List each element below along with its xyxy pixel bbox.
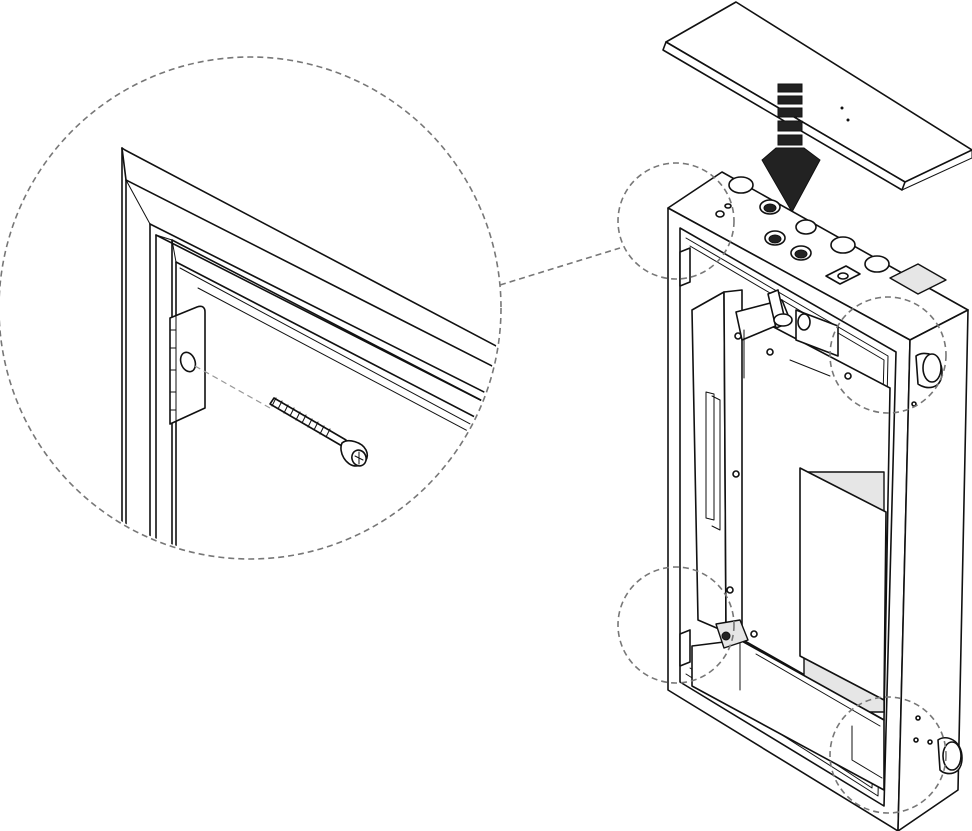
detail-markers: [617, 162, 947, 814]
marker-bottom-right: [829, 696, 947, 814]
detail-circle: [0, 56, 502, 560]
screw-icon: [269, 397, 369, 467]
detail-callout: [0, 56, 621, 560]
marker-bottom-left: [617, 566, 735, 684]
marker-top-left: [617, 162, 735, 280]
enclosure-cabinet: [667, 171, 969, 831]
marker-top-right: [829, 296, 947, 414]
internal-module: [691, 289, 933, 745]
mounting-bracket: [169, 305, 271, 425]
down-arrow-icon: [761, 83, 821, 214]
top-knockouts: [715, 176, 947, 295]
detail-leader-line: [499, 247, 621, 286]
